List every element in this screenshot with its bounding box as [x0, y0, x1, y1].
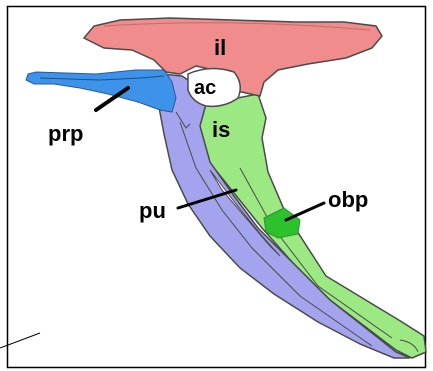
- obp-leader-line: [286, 203, 324, 220]
- label-is: is: [212, 117, 230, 142]
- label-prp: prp: [48, 121, 83, 146]
- label-ac: ac: [194, 77, 216, 99]
- label-il: il: [214, 35, 226, 60]
- stray-leader-line: [0, 333, 40, 348]
- label-obp: obp: [328, 187, 368, 212]
- label-pu: pu: [139, 198, 166, 223]
